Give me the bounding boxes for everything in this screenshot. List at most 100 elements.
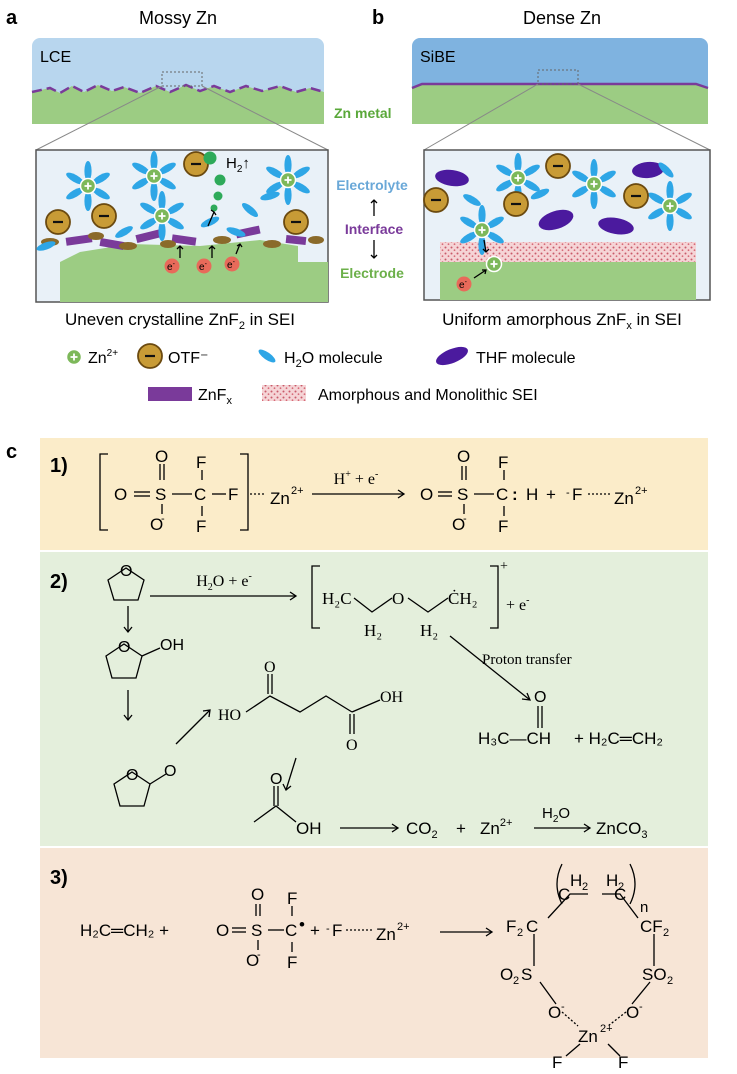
svg-text:F: F	[618, 1053, 628, 1072]
cf3so3-zn-complex	[99, 453, 266, 531]
svg-text:O: O	[150, 515, 163, 534]
deposited-zn-ion	[485, 255, 503, 273]
svg-text:O: O	[246, 951, 259, 970]
svg-text:O: O	[270, 771, 282, 788]
svg-text:CF: CF	[640, 917, 663, 936]
svg-text:H: H	[606, 871, 618, 890]
lce-label: LCE	[40, 49, 71, 66]
acetaldehyde-label: H₃C—CH	[478, 729, 551, 748]
svg-text:2: 2	[582, 881, 588, 893]
legend-zn-ion: Zn2+	[88, 348, 118, 367]
legend: Zn2+ OTF⁻ H2O molecule THF molecule ZnFx…	[65, 342, 576, 407]
svg-text:HO: HO	[218, 707, 241, 724]
svg-text:SO: SO	[642, 965, 667, 984]
zoom-box-b	[537, 69, 579, 85]
caption-b: Uniform amorphous ZnFx in SEI	[442, 310, 682, 332]
succinic-acid-structure	[245, 674, 381, 734]
svg-text:+: +	[310, 921, 320, 940]
svg-text:Zn: Zn	[270, 489, 290, 508]
thf-molecules	[435, 161, 664, 235]
svg-text:OH: OH	[296, 819, 322, 838]
svg-text:C: C	[496, 485, 508, 504]
sibe-label: SiBE	[420, 49, 456, 66]
svg-text:2+: 2+	[600, 1023, 613, 1035]
radical-charge: +	[500, 559, 508, 574]
legend-thf: THF molecule	[476, 350, 576, 367]
legend-h2o: H2O molecule	[284, 350, 383, 370]
svg-text:OH: OH	[380, 689, 404, 706]
svg-text:O: O	[114, 485, 127, 504]
svg-text:2+: 2+	[397, 921, 410, 933]
svg-text:-: -	[161, 513, 165, 525]
svg-text:F: F	[196, 517, 206, 536]
thf-structure	[107, 567, 145, 601]
panel-b-letter: b	[372, 7, 384, 29]
zoom-box-a	[161, 71, 203, 87]
svg-text:2: 2	[663, 927, 669, 939]
succinic-acid-atoms: O HO OH O	[218, 659, 404, 754]
caption-a: Uneven crystalline ZnF2 in SEI	[65, 310, 295, 332]
reaction-3-number: 3)	[50, 867, 68, 889]
svg-text:Zn: Zn	[376, 925, 396, 944]
hydroxy-thf-structure	[105, 643, 161, 679]
svg-text:C: C	[614, 885, 626, 904]
svg-text:O: O	[120, 563, 132, 580]
reaction-2-plus-e: + e-	[506, 595, 529, 614]
zn-ion-label: Zn2+	[480, 817, 512, 838]
svg-text:H₂: H₂	[420, 621, 438, 640]
svg-text:O: O	[452, 515, 465, 534]
svg-text:-: -	[463, 513, 467, 525]
radical-cation-atoms: H₂C O H₂ H₂ ĊH₂	[322, 589, 478, 640]
svg-text:H: H	[526, 485, 538, 504]
crystalline-znf2-a	[41, 225, 324, 251]
reaction-2-reagent: H2O + e-	[196, 571, 252, 593]
pathway-arrows-left	[123, 606, 297, 792]
zoom-line-b-left	[423, 83, 539, 151]
svg-text:OH: OH	[160, 637, 184, 654]
svg-text:H₂: H₂	[364, 621, 382, 640]
svg-text:C: C	[194, 485, 206, 504]
svg-text:O: O	[500, 965, 513, 984]
panel-a-letter: a	[6, 7, 18, 29]
svg-text:Zn: Zn	[614, 489, 634, 508]
svg-text:O: O	[264, 659, 276, 676]
legend-znfx: ZnFx	[198, 387, 232, 407]
svg-text:O: O	[155, 447, 168, 466]
svg-text:C: C	[526, 917, 538, 936]
amorphous-sei-layer	[440, 242, 696, 262]
svg-text:O: O	[548, 1003, 561, 1022]
svg-text::: :	[512, 485, 518, 504]
cf2-radical-product	[438, 466, 612, 516]
zoom-line-a-right	[201, 85, 329, 151]
legend-sei: Amorphous and Monolithic SEI	[318, 387, 538, 404]
svg-text:O: O	[626, 1003, 639, 1022]
acetic-acid-structure	[253, 786, 297, 823]
svg-text:O: O	[420, 485, 433, 504]
sei-a-surface	[31, 83, 325, 95]
reaction-3-panel	[40, 848, 708, 1058]
svg-text:F: F	[287, 889, 297, 908]
reaction-2-panel	[40, 552, 708, 846]
electrode-label: Electrode	[340, 265, 404, 281]
svg-text:O: O	[118, 639, 130, 656]
water-label: H2O	[542, 805, 570, 825]
svg-text:S: S	[155, 485, 166, 504]
electron-label-a2: e-	[199, 261, 208, 273]
svg-text:H₂C: H₂C	[322, 589, 352, 608]
cf2so3-radical	[232, 904, 372, 952]
electron-arrows-a	[176, 243, 243, 258]
acetaldehyde-structure	[537, 706, 543, 728]
proton-transfer-label: Proton transfer	[482, 652, 572, 668]
electron-label-b: e-	[459, 279, 468, 291]
central-arrows	[370, 199, 378, 259]
zn-metal-b	[412, 84, 708, 124]
svg-text:+: +	[546, 485, 556, 504]
svg-text:2+: 2+	[291, 485, 304, 497]
reaction-1-reagent: H+ + e-	[334, 469, 379, 488]
svg-text:H: H	[570, 871, 582, 890]
svg-text:-: -	[561, 1001, 565, 1013]
